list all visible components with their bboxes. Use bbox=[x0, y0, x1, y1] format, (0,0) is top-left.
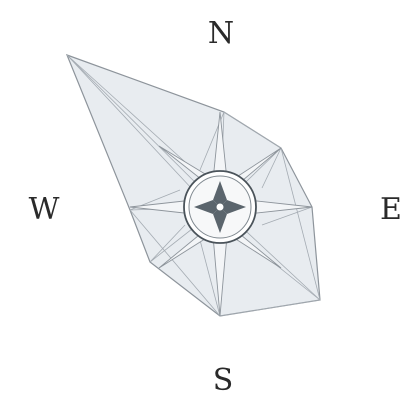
south-label: S bbox=[203, 366, 243, 396]
north-label: N bbox=[201, 19, 241, 49]
west-label: W bbox=[24, 195, 64, 225]
east-label: E bbox=[371, 195, 409, 225]
